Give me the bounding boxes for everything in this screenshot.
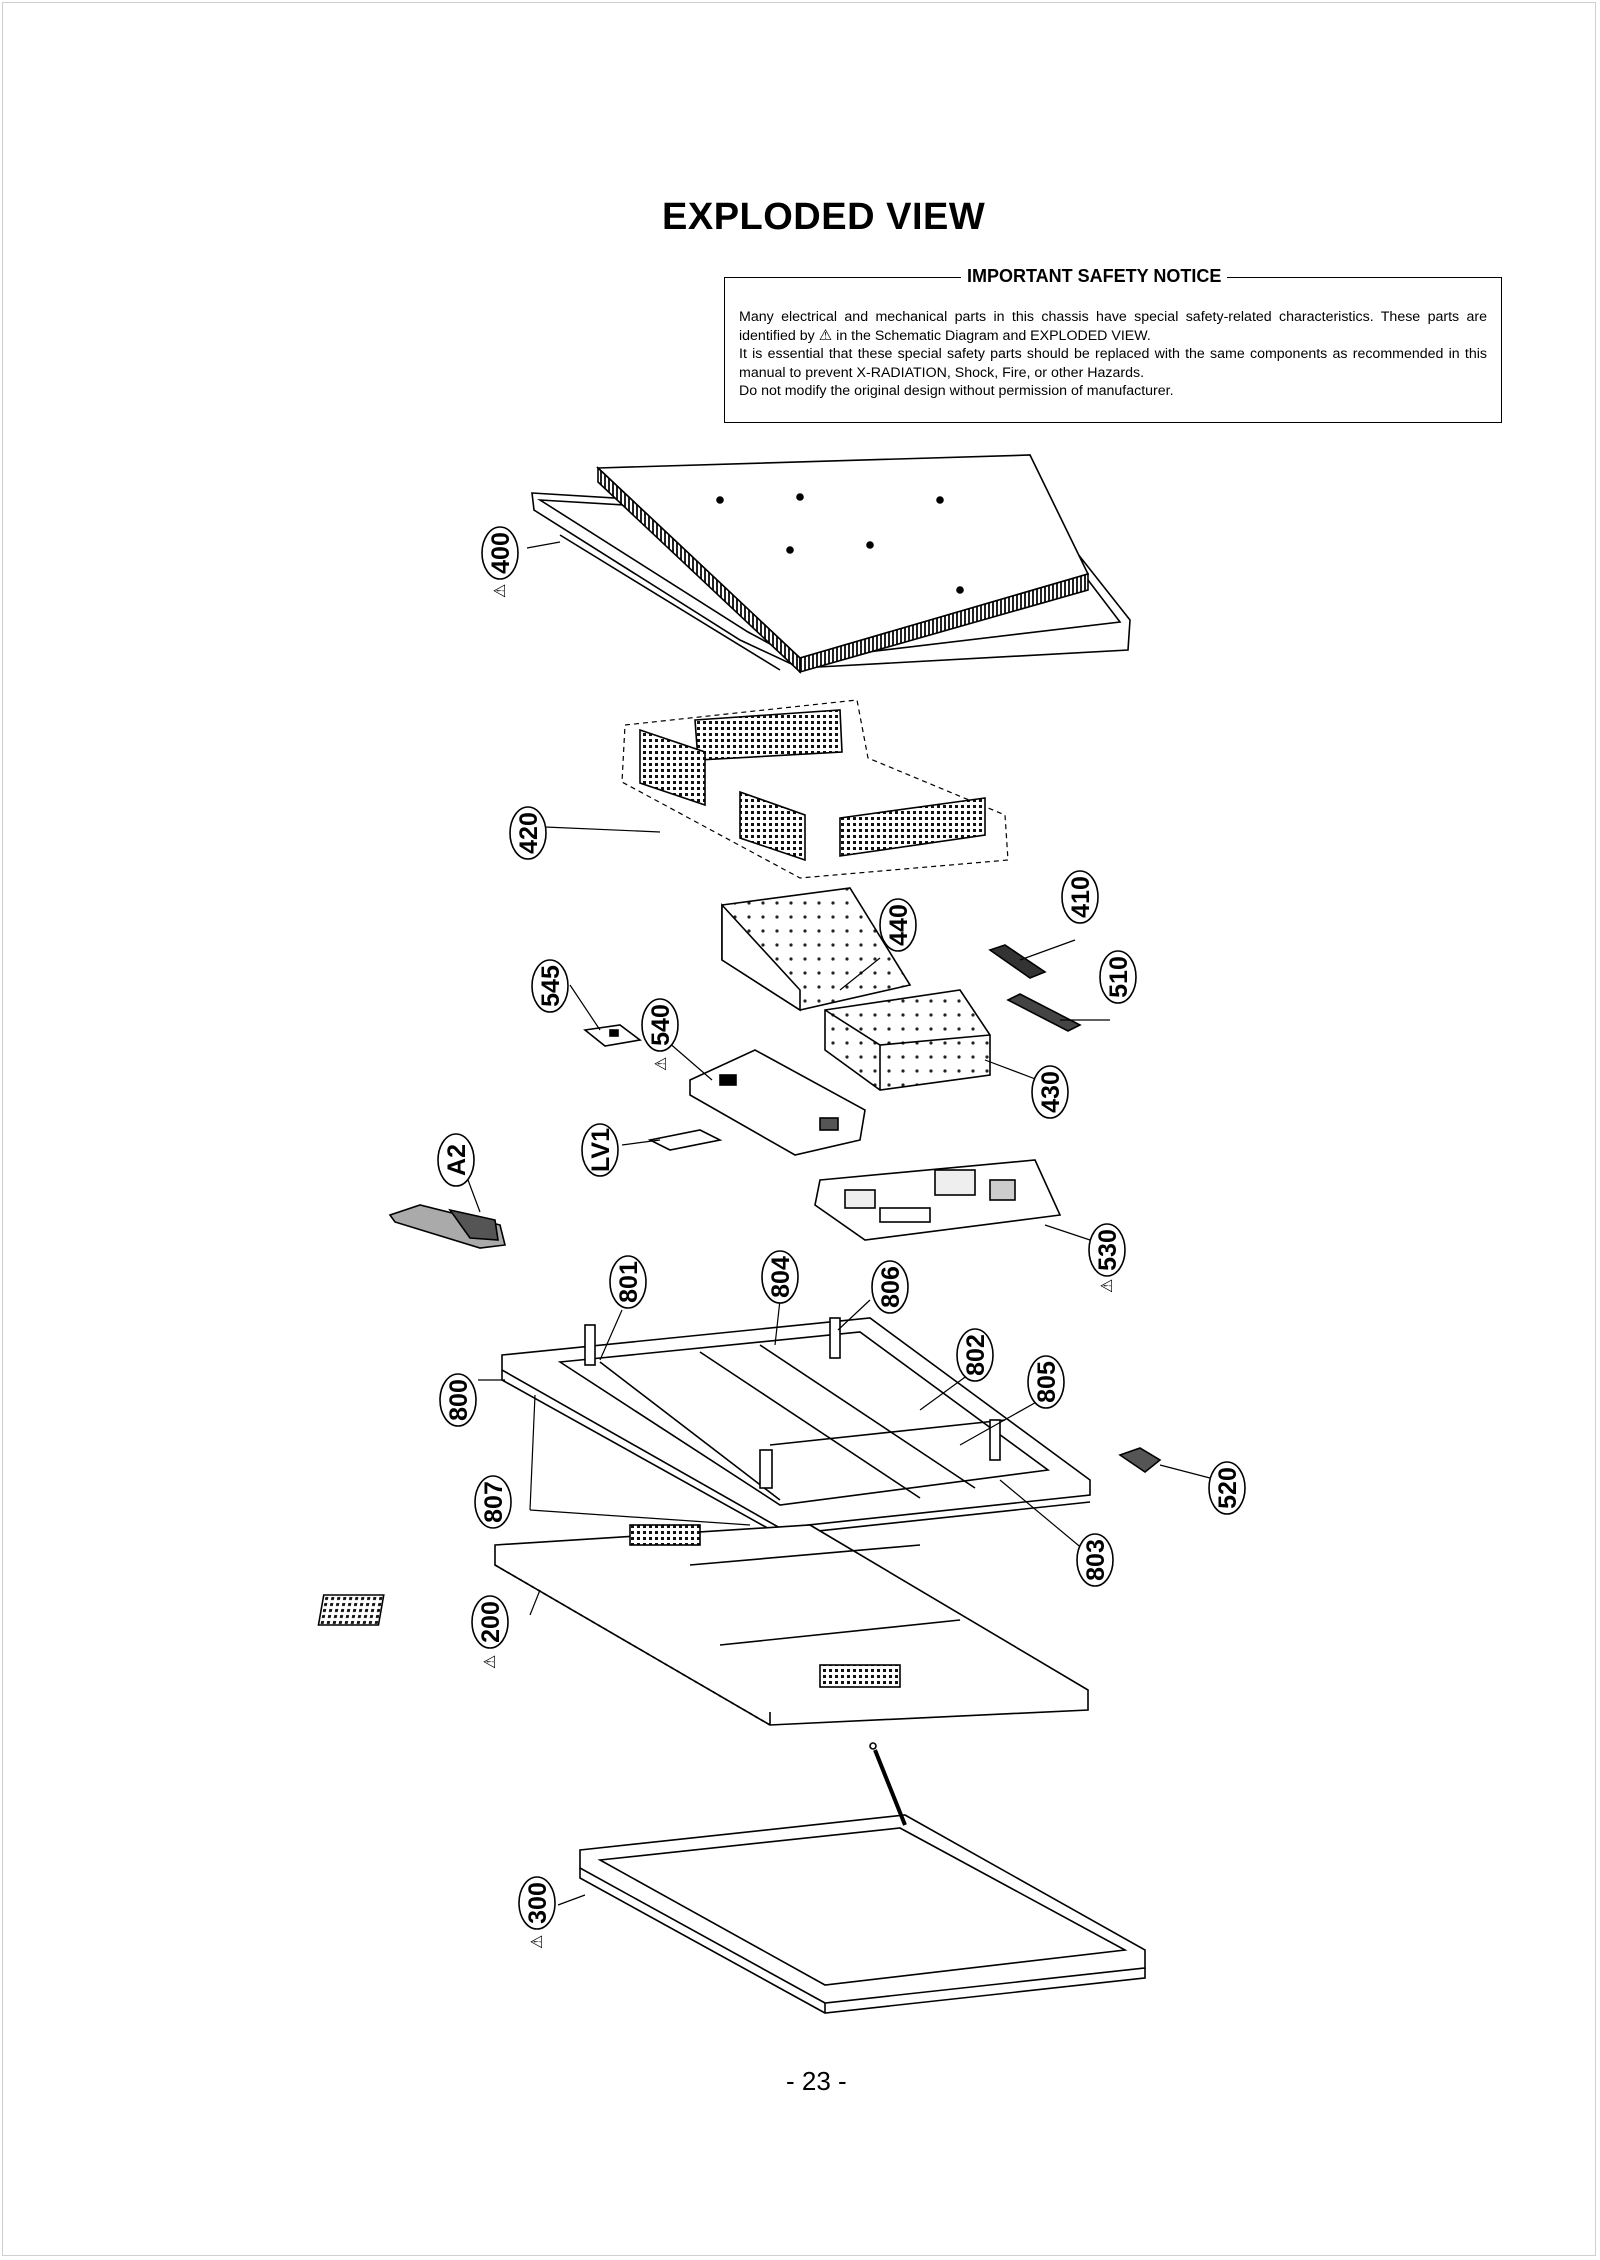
label-520: 520 <box>1214 1467 1242 1509</box>
label-400: 400 <box>487 532 515 574</box>
callouts: 400 420 440 410 545 540 510 430 <box>437 526 1246 1930</box>
callout-520: 520 <box>1208 1461 1246 1515</box>
safety-notice-line1b: in the Schematic Diagram and EXPLODED VI… <box>836 327 1151 344</box>
callout-804: 804 <box>761 1250 799 1304</box>
callout-540: 540 <box>641 998 679 1052</box>
label-510: 510 <box>1105 956 1133 998</box>
label-420: 420 <box>515 812 543 854</box>
label-801: 801 <box>615 1261 643 1303</box>
callout-440: 440 <box>879 898 917 952</box>
label-430: 430 <box>1037 1071 1065 1113</box>
label-545: 545 <box>537 965 565 1007</box>
part-430-power-supply <box>824 989 991 1091</box>
label-806: 806 <box>877 1266 905 1308</box>
label-300: 300 <box>524 1882 552 1924</box>
callout-430: 430 <box>1031 1065 1069 1119</box>
warning-triangle-icon: ⚠ <box>1097 1279 1116 1293</box>
callout-805: 805 <box>1027 1355 1065 1409</box>
callout-300: 300 <box>518 1876 556 1930</box>
warning-triangle-icon: ⚠ <box>490 584 509 598</box>
label-530: 530 <box>1094 1229 1122 1271</box>
callout-200: 200 <box>471 1595 509 1649</box>
part-520-bracket <box>1118 1447 1162 1473</box>
callout-A2: A2 <box>437 1133 475 1187</box>
callout-420: 420 <box>509 806 547 860</box>
leader-lines <box>467 541 1211 1906</box>
callout-LV1: LV1 <box>581 1123 619 1177</box>
safety-marks: ⚠ ⚠ ⚠ ⚠ ⚠ <box>480 584 1116 1949</box>
callout-800: 800 <box>439 1373 477 1427</box>
label-805: 805 <box>1033 1361 1061 1403</box>
page-title: EXPLODED VIEW <box>662 196 986 238</box>
callout-801: 801 <box>609 1255 647 1309</box>
callout-807: 807 <box>474 1475 512 1529</box>
label-804: 804 <box>767 1256 795 1298</box>
part-A2-stand <box>388 1204 506 1249</box>
part-200-panel-module <box>317 1524 1089 1726</box>
part-530-pcb <box>814 1159 1062 1241</box>
label-200: 200 <box>477 1601 505 1643</box>
warning-triangle-icon: ⚠ <box>527 1935 546 1949</box>
label-800: 800 <box>445 1379 473 1421</box>
part-510-board <box>1006 993 1082 1032</box>
page-number: - 23 - <box>786 2066 847 2096</box>
callout-545: 545 <box>531 959 569 1013</box>
callout-803: 803 <box>1076 1533 1114 1587</box>
label-803: 803 <box>1082 1539 1110 1581</box>
label-807: 807 <box>480 1481 508 1523</box>
safety-notice-heading: IMPORTANT SAFETY NOTICE <box>961 266 1228 287</box>
label-A2: A2 <box>443 1144 471 1176</box>
label-440: 440 <box>885 904 913 946</box>
part-545-switch-board <box>583 1024 642 1047</box>
safety-notice-body: Many electrical and mechanical parts in … <box>739 308 1487 401</box>
label-410: 410 <box>1067 876 1095 918</box>
safety-notice-box: IMPORTANT SAFETY NOTICE Many electrical … <box>724 266 1502 423</box>
part-410-bracket <box>988 944 1047 979</box>
part-420-vent-covers <box>621 699 1009 879</box>
callout-530: 530 <box>1088 1223 1126 1277</box>
part-540-main-board <box>647 1049 866 1156</box>
safety-notice-line3: Do not modify the original design withou… <box>739 383 1174 399</box>
part-300-front-bezel <box>579 1742 1146 2014</box>
warning-triangle-icon: ⚠ <box>818 326 833 344</box>
callout-802: 802 <box>956 1328 994 1382</box>
callout-400: 400 <box>481 526 519 580</box>
callout-410: 410 <box>1061 870 1099 924</box>
callout-806: 806 <box>871 1260 909 1314</box>
safety-notice-line2: It is essential that these special safet… <box>739 346 1487 381</box>
warning-triangle-icon: ⚠ <box>651 1057 670 1071</box>
safety-notice-line1a: Many electrical and mechanical parts in … <box>739 309 1487 344</box>
label-540: 540 <box>647 1004 675 1046</box>
warning-triangle-icon: ⚠ <box>480 1655 499 1669</box>
part-800-frame <box>501 1317 1091 1536</box>
callout-510: 510 <box>1099 950 1137 1004</box>
part-400-rear-cover <box>531 454 1131 674</box>
label-LV1: LV1 <box>587 1128 615 1172</box>
label-802: 802 <box>962 1334 990 1376</box>
part-440-shield-cage <box>721 887 912 1012</box>
